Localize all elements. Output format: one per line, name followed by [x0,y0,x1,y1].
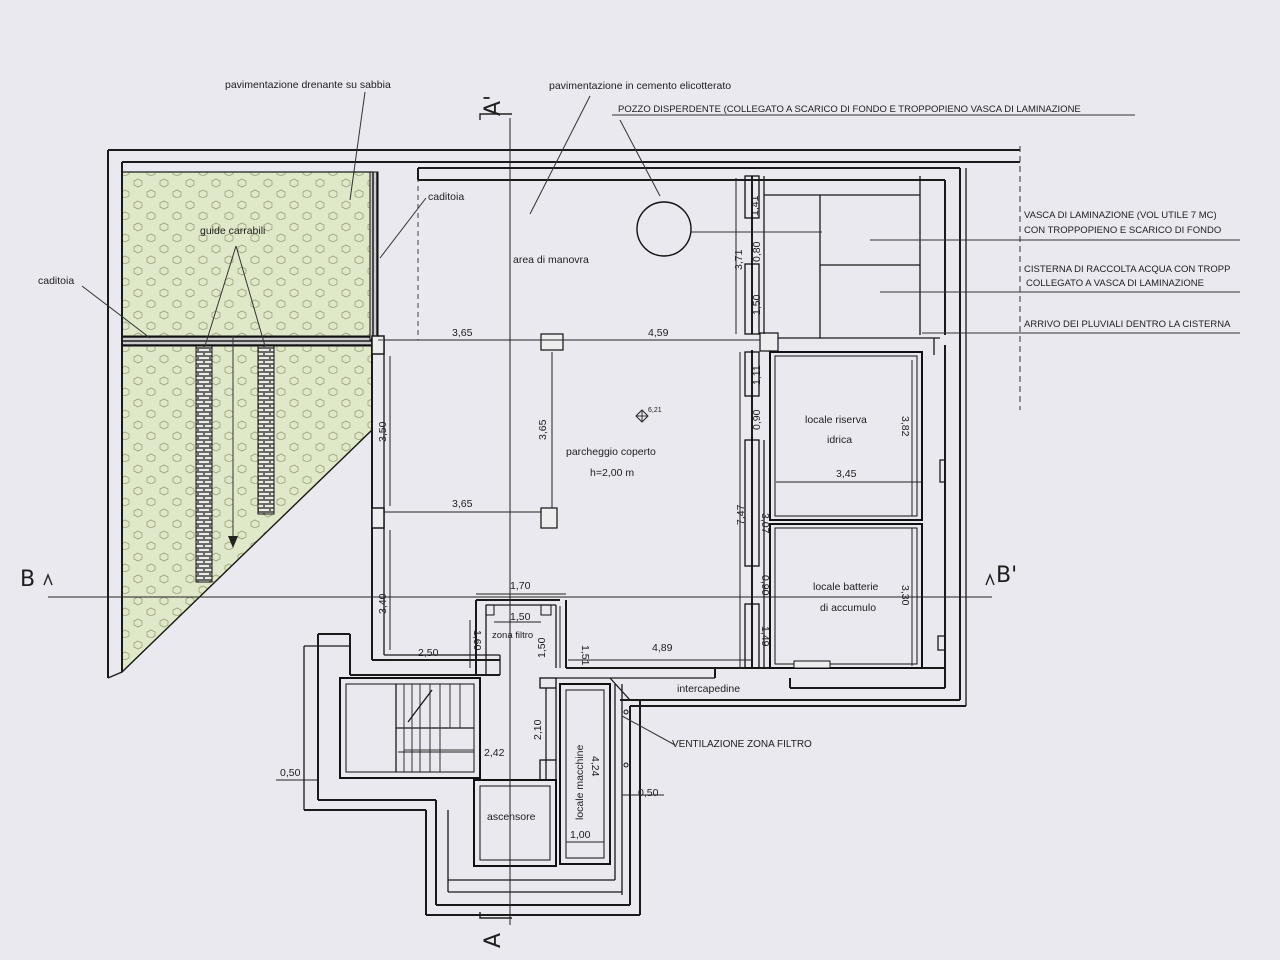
dimension-lines [276,178,922,860]
label-soakaway: POZZO DISPERDENTE (COLLEGATO A SCARICO D… [618,104,1081,115]
section-b: B [20,567,35,592]
label-maneuver-area: area di manovra [513,254,589,266]
dim-050-left: 0,50 [280,767,301,779]
label-covered-parking: parcheggio coperto [566,446,656,458]
label-water-reserve-1: locale riserva [805,414,867,426]
stairs [395,684,474,772]
dim-350: 3,50 [377,421,389,442]
label-lamination-tank-2: CON TROPPOPIENO E SCARICO DI FONDO [1024,225,1221,236]
dimension-values: 3,65 4,59 3,65 3,65 3,50 3,40 1,70 1,50 … [280,195,911,841]
label-downpipes: ARRIVO DEI PLUVIALI DENTRO LA CISTERNA [1024,319,1231,330]
section-lines [43,113,995,925]
drainage-paving-area [121,171,379,674]
label-concrete-paving: pavimentazione in cemento elicotterato [549,80,731,92]
label-cavity: intercapedine [677,683,740,695]
label-wheel-guides: guide carrabili [200,225,265,237]
label-filter-ventilation: VENTILAZIONE ZONA FILTRO [672,739,812,750]
dim-382: 3,82 [899,416,911,437]
dim-489: 4,89 [652,642,673,654]
dim-459: 4,59 [648,327,669,339]
dim-150-v: 1,50 [536,637,548,658]
dim-050-right: 0,50 [638,787,659,799]
dim-365-top: 3,65 [452,327,473,339]
dim-242: 2,42 [484,747,505,759]
dim-100: 1,00 [570,829,591,841]
label-machine-room: locale macchine [574,745,586,820]
label-water-reserve-2: idrica [827,434,852,446]
label-filter-zone: zona filtro [492,630,533,641]
dim-747: 7,47 [735,504,747,525]
label-cistern-2: COLLEGATO A VASCA DI LAMINAZIONE [1026,278,1204,289]
dim-090-a: 0,90 [751,409,763,430]
leader-lines [81,91,1240,746]
dim-111: 1,11 [751,365,763,385]
dim-151: 1,51 [579,645,591,666]
label-battery-room-2: di accumulo [820,602,876,614]
service-rooms [636,175,945,669]
section-a: A [481,933,506,948]
label-elevator: ascensore [487,811,536,823]
dim-141: 1,41 [749,195,761,216]
label-drain-left: caditoia [38,275,74,287]
dim-150-h: 1,50 [510,611,531,623]
label-drain-top: caditoia [428,191,464,203]
dim-345: 3,45 [836,468,857,480]
dim-307: 3,07 [759,513,771,534]
dim-365-vert: 3,65 [537,419,549,440]
dim-250: 2,50 [418,647,439,659]
label-height: h=2,00 m [590,467,634,479]
dim-340: 3,40 [377,593,389,614]
dim-090-b: 0,90 [759,575,771,596]
dim-210: 2,10 [532,719,544,740]
dim-424: 4,24 [589,756,601,777]
label-drainage-paving: pavimentazione drenante su sabbia [225,79,391,91]
core-area [339,599,715,895]
dim-160: 1,60 [471,630,483,651]
dim-170: 1,70 [510,580,531,592]
dim-330: 3,30 [899,585,911,606]
dim-150-r: 1,50 [751,294,763,315]
outer-walls [107,149,1020,916]
section-a-prime: A' [481,95,506,116]
label-cistern-1: CISTERNA DI RACCOLTA ACQUA CON TROPP [1024,264,1230,275]
dim-365-mid: 3,65 [452,498,473,510]
garage-walls [349,180,779,676]
label-lamination-tank-1: VASCA DI LAMINAZIONE (VOL UTILE 7 MC) [1024,210,1217,221]
label-battery-room-1: locale batterie [813,581,879,593]
label-spot-level: 6,21 [648,407,662,414]
dim-371: 3,71 [733,249,745,270]
dim-080: 0,80 [751,241,763,262]
dim-149: 1,49 [759,626,771,647]
section-b-prime: B' [996,563,1017,588]
